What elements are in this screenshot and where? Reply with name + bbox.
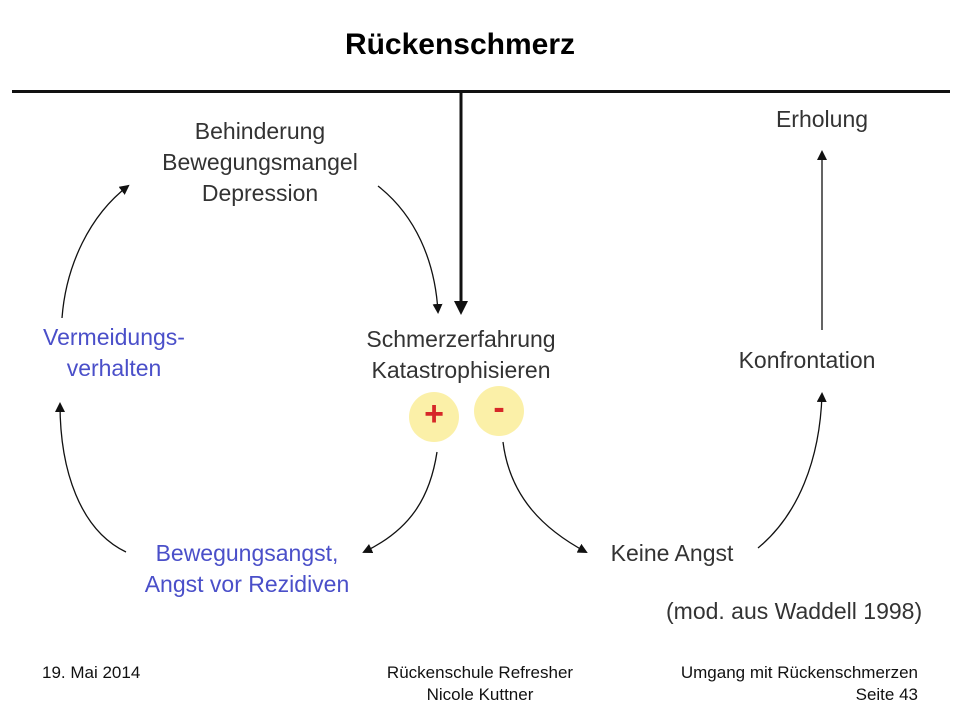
footer-right: Umgang mit Rückenschmerzen Seite 43 — [656, 662, 918, 706]
arrow-angst-to-vermeidung — [55, 402, 127, 553]
node-bewegungsmangel-line: Bewegungsmangel — [162, 149, 358, 175]
node-bewegungsangst-line: Bewegungsangst, — [155, 540, 339, 566]
footer-presenter: Nicole Kuttner — [426, 685, 534, 704]
plus-badge: + — [409, 392, 459, 442]
title-divider — [12, 90, 950, 93]
footer-date: 19. Mai 2014 — [42, 662, 202, 684]
arrow-vermeidung-to-behinderung — [61, 184, 130, 319]
node-bewegungsangst: Bewegungsangst, Angst vor Rezidiven — [116, 538, 378, 600]
node-depression-line: Depression — [201, 180, 319, 206]
slide-title: Rückenschmerz — [344, 28, 576, 61]
node-verhalten-line: verhalten — [66, 355, 162, 381]
footer-course: Rückenschule Refresher — [386, 663, 574, 682]
node-konfrontation: Konfrontation — [738, 347, 876, 373]
minus-badge: - — [474, 386, 524, 436]
footer-center: Rückenschule Refresher Nicole Kuttner — [360, 662, 600, 706]
arrow-keine-angst-to-konfrontation — [757, 392, 827, 549]
node-behinderung: Behinderung Bewegungsmangel Depression — [132, 116, 388, 209]
node-erholung: Erholung — [775, 106, 869, 132]
arrow-plus-to-angst — [362, 451, 438, 554]
node-vermeidungs-line: Vermeidungs- — [43, 324, 185, 350]
arrow-behinderung-to-schmerz — [377, 185, 443, 314]
node-schmerzerfahrung-line: Schmerzerfahrung — [366, 326, 556, 352]
footer-date-text: 19. Mai 2014 — [42, 663, 141, 682]
source-citation: (mod. aus Waddell 1998) — [666, 598, 923, 624]
node-katastrophisieren-line: Katastrophisieren — [371, 357, 551, 383]
arrow-minus-to-keine-angst — [502, 441, 588, 553]
node-behinderung-line: Behinderung — [194, 118, 326, 144]
node-vermeidungsverhalten: Vermeidungs- verhalten — [14, 322, 214, 384]
footer-page: Seite 43 — [855, 685, 918, 704]
node-schmerzerfahrung: Schmerzerfahrung Katastrophisieren — [336, 324, 586, 386]
footer-topic: Umgang mit Rückenschmerzen — [680, 663, 918, 682]
node-keine-angst: Keine Angst — [610, 540, 734, 566]
node-rezidiven-line: Angst vor Rezidiven — [144, 571, 350, 597]
